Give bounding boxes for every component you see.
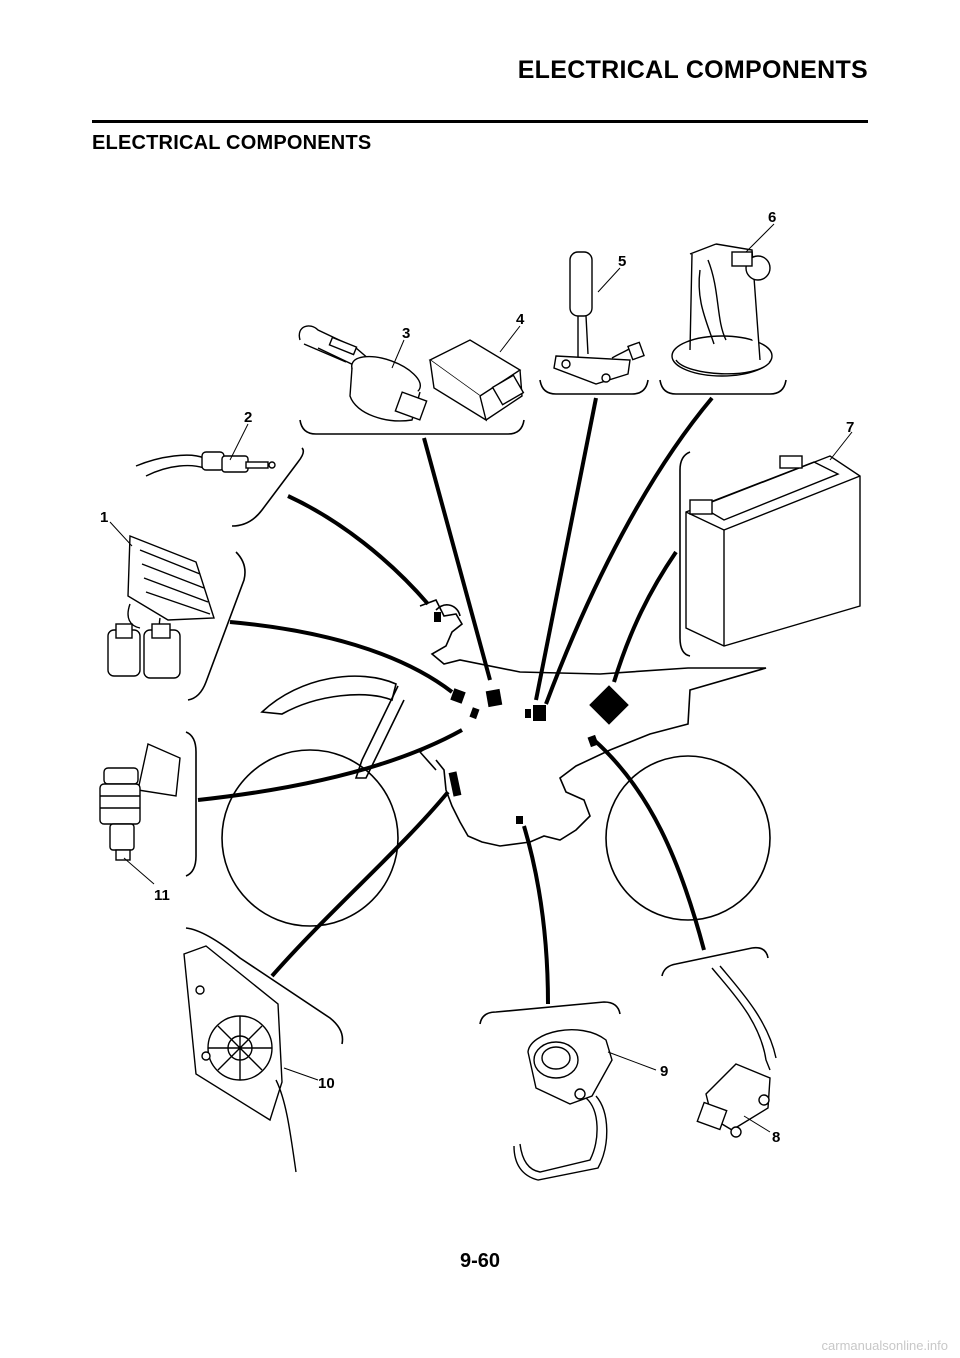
- front-fender: [260, 675, 397, 715]
- fuel-sender: [553, 251, 645, 385]
- sensor-11: [99, 743, 181, 861]
- callout-4: 4: [516, 311, 525, 328]
- header-title: ELECTRICAL COMPONENTS: [517, 56, 868, 84]
- callout-5: 5: [618, 253, 626, 270]
- front-fork: [354, 685, 405, 779]
- radiator-fan: [183, 945, 297, 1173]
- fuel-pump: [671, 243, 773, 377]
- callout-2: 2: [244, 409, 252, 426]
- callout-11: 11: [154, 887, 170, 904]
- callout-9: 9: [660, 1063, 668, 1080]
- sensor-2: [135, 451, 276, 477]
- rear-wheel: [605, 755, 771, 921]
- sensor-9: [513, 1029, 613, 1181]
- tank-detail: [435, 604, 461, 617]
- leader-lines: [197, 396, 714, 1005]
- group-brackets: [185, 379, 787, 1045]
- callout-numbers: 1 2 3 4 5 6 7 8 9 10 11: [100, 209, 854, 1146]
- callout-8: 8: [772, 1129, 780, 1146]
- callout-leaders: [109, 223, 853, 1133]
- callout-7: 7: [846, 419, 854, 436]
- watermark: carmanualsonline.info: [821, 1338, 948, 1353]
- frame-body: [419, 598, 767, 847]
- callout-3: 3: [402, 325, 410, 342]
- front-wheel: [221, 749, 399, 927]
- battery: [685, 455, 861, 647]
- ecu-unit: [428, 339, 525, 422]
- callout-6: 6: [768, 209, 776, 226]
- motorcycle-outline: [221, 598, 771, 927]
- callout-1: 1: [100, 509, 108, 526]
- sensor-8: [696, 965, 777, 1138]
- section-title: ELECTRICAL COMPONENTS: [92, 132, 372, 154]
- rectifier-regulator: [107, 534, 215, 679]
- page-number: 9-60: [459, 1250, 501, 1272]
- callout-10: 10: [318, 1075, 335, 1092]
- header-rule: [92, 120, 868, 123]
- location-markers: [434, 612, 629, 824]
- ignition-coil: [298, 325, 428, 422]
